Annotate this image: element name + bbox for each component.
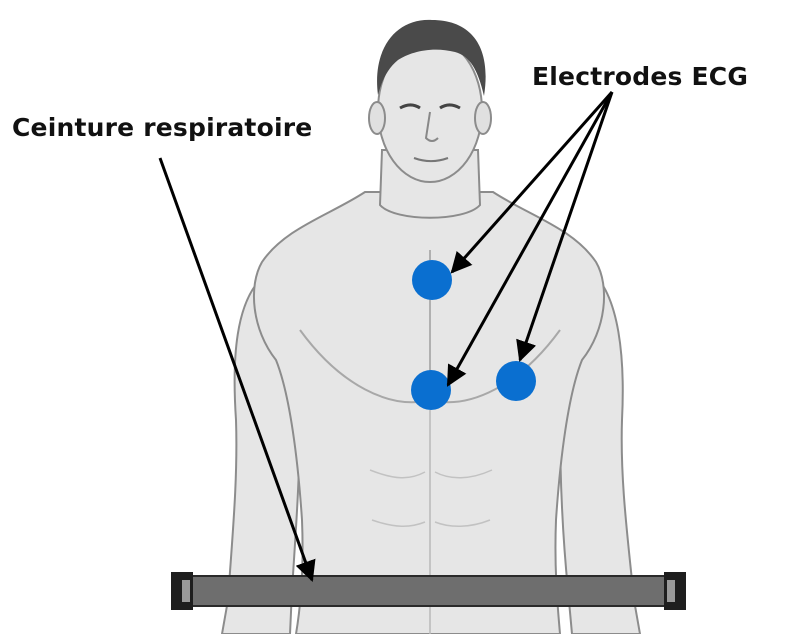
electrode-lower-sternum [411, 370, 451, 410]
ecg-electrodes-label: Electrodes ECG [532, 62, 748, 91]
electrode-lower-left-chest [496, 361, 536, 401]
respiratory-belt [171, 572, 686, 610]
belt-end-right-inner [182, 580, 190, 602]
respiratory-belt-label: Ceinture respiratoire [12, 113, 312, 142]
right-ear [369, 102, 385, 134]
belt-strap [190, 576, 666, 606]
electrode-upper-sternum [412, 260, 452, 300]
left-ear [475, 102, 491, 134]
belt-end-left-inner [667, 580, 675, 602]
